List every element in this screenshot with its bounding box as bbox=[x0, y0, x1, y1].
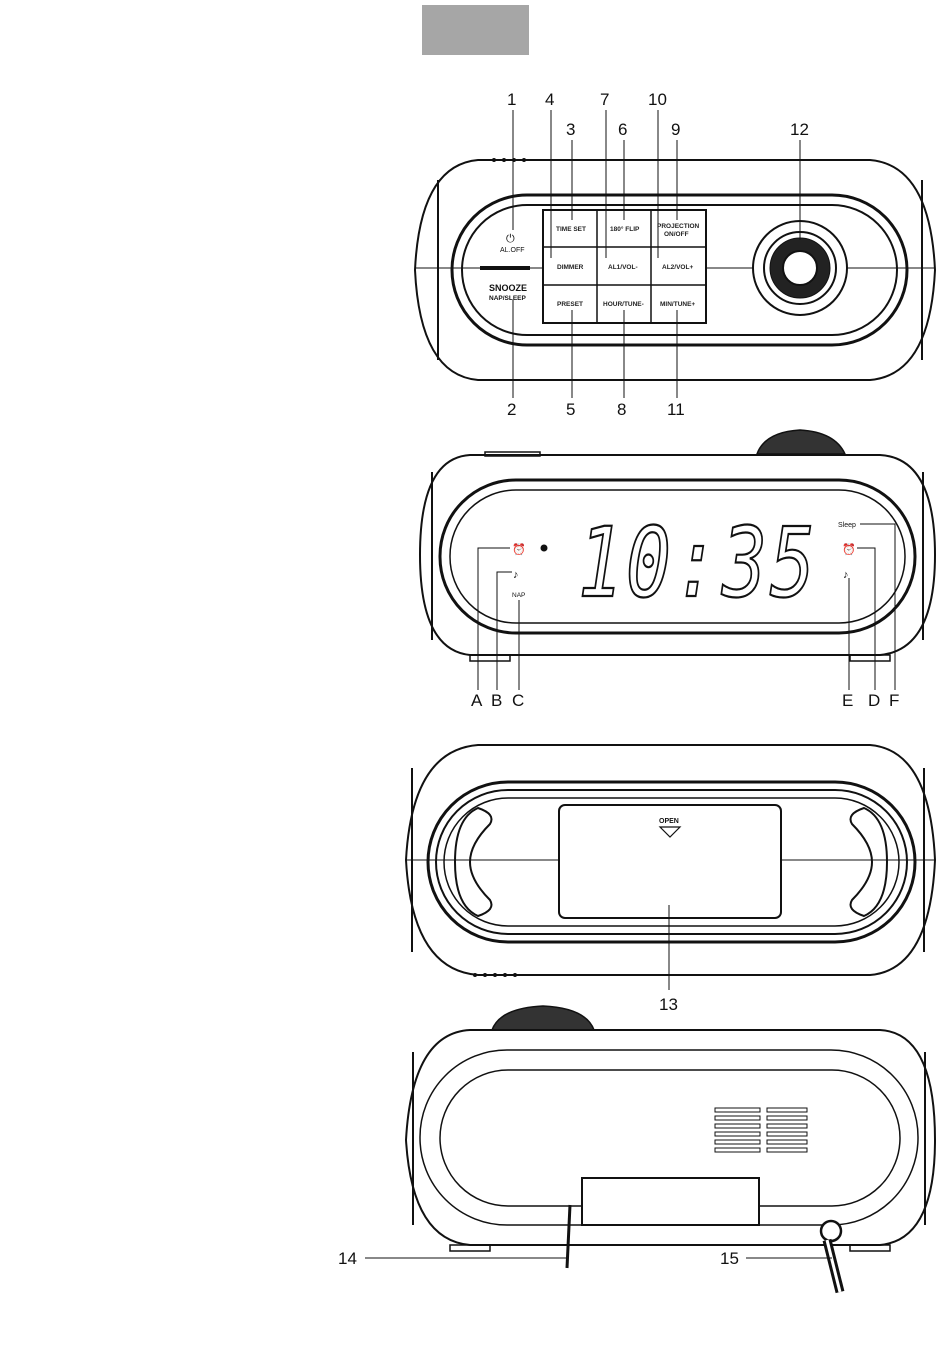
svg-text:3: 3 bbox=[566, 120, 575, 139]
snooze-label: SNOOZE bbox=[489, 283, 527, 293]
callout-14: 14 bbox=[338, 1249, 357, 1268]
button-flip[interactable]: 180° FLIP bbox=[610, 225, 640, 233]
svg-text:6: 6 bbox=[618, 120, 627, 139]
svg-text:D: D bbox=[868, 691, 880, 710]
button-projection-line-1[interactable]: PROJECTION bbox=[657, 223, 700, 230]
back-view: 14 15 bbox=[338, 1006, 935, 1292]
radio1-indicator-icon: ♪ bbox=[513, 569, 519, 581]
svg-text:1: 1 bbox=[507, 90, 516, 109]
power-icon: ⏻ bbox=[506, 233, 515, 245]
button-preset[interactable]: PRESET bbox=[557, 301, 583, 308]
svg-text:4: 4 bbox=[545, 90, 554, 109]
top-view: ⏻ AL.OFF SNOOZE NAP/SLEEP TIME SET 180° … bbox=[415, 90, 935, 419]
snooze-sub-label: NAP/SLEEP bbox=[489, 295, 527, 302]
back-label-plate bbox=[582, 1178, 759, 1225]
snooze-bar bbox=[480, 266, 530, 270]
page-tab bbox=[422, 5, 529, 55]
svg-text:12: 12 bbox=[790, 120, 809, 139]
bottom-view: OPEN 13 bbox=[406, 745, 935, 1014]
button-grid: TIME SET 180° FLIP PROJECTION ON/OFF DIM… bbox=[543, 210, 706, 323]
svg-text:8: 8 bbox=[617, 400, 626, 419]
vent-grille bbox=[715, 1108, 807, 1152]
front-view-letters: A B C E D F bbox=[471, 691, 899, 710]
antenna-wire bbox=[567, 1205, 570, 1268]
pm-dot bbox=[541, 545, 548, 552]
alarm1-indicator-icon: ⏰ bbox=[512, 542, 526, 556]
power-label: AL.OFF bbox=[500, 247, 525, 254]
radio2-indicator-icon: ♪ bbox=[843, 569, 849, 581]
svg-text:C: C bbox=[512, 691, 524, 710]
time-display: 10:35 bbox=[578, 507, 818, 619]
alarm2-indicator-icon: ⏰ bbox=[842, 542, 856, 556]
svg-text:F: F bbox=[889, 691, 899, 710]
svg-text:10: 10 bbox=[648, 90, 667, 109]
svg-text:A: A bbox=[471, 691, 483, 710]
front-knob bbox=[757, 430, 845, 454]
button-projection-line-2[interactable]: ON/OFF bbox=[664, 231, 689, 238]
svg-text:2: 2 bbox=[507, 400, 516, 419]
svg-text:7: 7 bbox=[600, 90, 609, 109]
front-view: ⏰ ♪ NAP 10:35 Sleep ⏰ ♪ A B C E D F bbox=[420, 430, 935, 710]
button-hour-tune[interactable]: HOUR/TUNE- bbox=[603, 301, 644, 308]
button-dimmer[interactable]: DIMMER bbox=[557, 264, 584, 271]
button-al1-vol[interactable]: AL1/VOL- bbox=[608, 264, 638, 271]
svg-text:E: E bbox=[842, 691, 853, 710]
nap-indicator-label: NAP bbox=[512, 592, 525, 599]
svg-text:9: 9 bbox=[671, 120, 680, 139]
back-knob bbox=[492, 1006, 594, 1030]
dc-jack bbox=[821, 1221, 841, 1241]
svg-text:11: 11 bbox=[667, 400, 685, 419]
callout-13: 13 bbox=[659, 995, 678, 1014]
button-al2-vol[interactable]: AL2/VOL+ bbox=[662, 264, 693, 271]
open-label: OPEN bbox=[659, 818, 679, 825]
svg-text:B: B bbox=[491, 691, 502, 710]
callout-15: 15 bbox=[720, 1249, 739, 1268]
svg-text:5: 5 bbox=[566, 400, 575, 419]
button-min-tune[interactable]: MIN/TUNE+ bbox=[660, 301, 695, 308]
button-time-set[interactable]: TIME SET bbox=[556, 226, 586, 233]
sleep-indicator-label: Sleep bbox=[838, 522, 856, 529]
